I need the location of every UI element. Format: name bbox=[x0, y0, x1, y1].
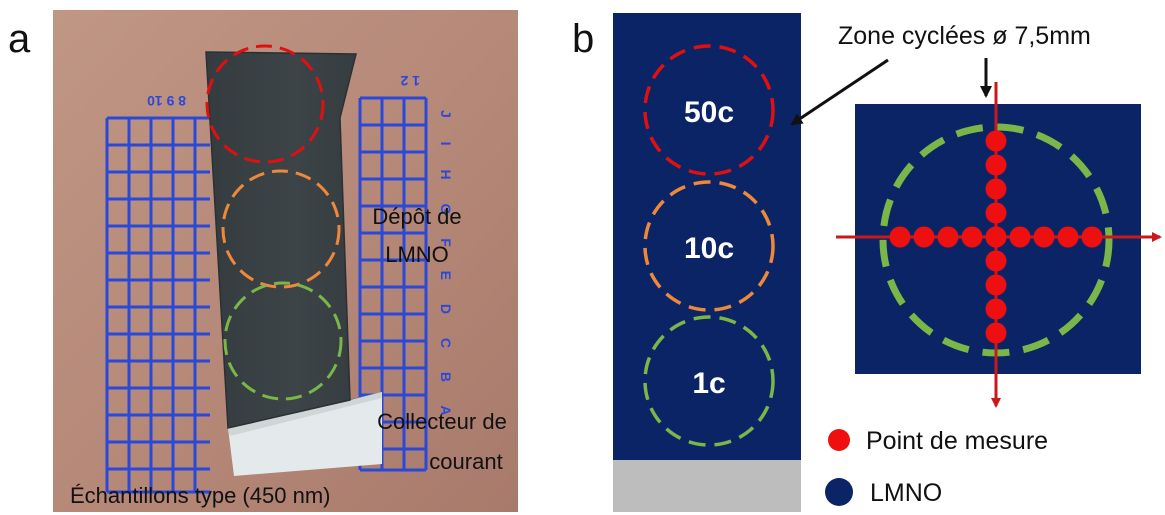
zone-label: Zone cyclées ø 7,5mm bbox=[838, 22, 1091, 50]
legend-point-marker bbox=[828, 429, 850, 451]
measurement-point bbox=[985, 226, 1007, 248]
ring-label-1c: 1c bbox=[692, 367, 725, 400]
current-collector bbox=[228, 392, 382, 476]
measurement-point bbox=[985, 154, 1007, 176]
measurement-point bbox=[1057, 226, 1079, 248]
grid-paper bbox=[105, 96, 428, 494]
grid-letters-right: J I H G F E D C B A bbox=[438, 110, 454, 426]
ring-label-10c: 10c bbox=[684, 232, 734, 265]
measurement-point bbox=[889, 226, 911, 248]
measurement-point bbox=[1009, 226, 1031, 248]
measurement-point bbox=[985, 130, 1007, 152]
points-vertical bbox=[985, 130, 1007, 344]
measurement-point bbox=[937, 226, 959, 248]
measurement-point bbox=[985, 178, 1007, 200]
label-collecteur-line1: Collecteur de bbox=[377, 409, 507, 434]
ring-10c bbox=[643, 180, 775, 312]
photo-ring-orange bbox=[221, 169, 341, 289]
measurement-point bbox=[985, 250, 1007, 272]
label-depot-line2: LMNO bbox=[385, 242, 449, 267]
label-collecteur-line2: courant bbox=[429, 449, 502, 474]
measurement-point bbox=[985, 202, 1007, 224]
grid-numbers-left: 8 9 10 bbox=[147, 93, 186, 109]
measurement-point bbox=[985, 274, 1007, 296]
measurement-point bbox=[961, 226, 983, 248]
collector-strip bbox=[613, 460, 801, 512]
label-depot-line1: Dépôt de bbox=[372, 204, 461, 229]
panel-b-letter: b bbox=[572, 17, 594, 61]
photo-ring-green bbox=[223, 281, 343, 401]
legend-lmno-label: LMNO bbox=[870, 479, 942, 507]
measurement-point bbox=[985, 322, 1007, 344]
label-echantillons: Échantillons type (450 nm) bbox=[70, 483, 330, 508]
measurement-point bbox=[1081, 226, 1103, 248]
left-grid bbox=[105, 116, 210, 494]
measurement-point bbox=[985, 298, 1007, 320]
legend-lmno-marker bbox=[825, 478, 853, 506]
panel-b: b 50c 10c 1c Zone cyclées ø 7,5mm Point … bbox=[572, 13, 1162, 512]
measurement-point bbox=[1033, 226, 1055, 248]
zone-arrow-to-strip bbox=[790, 58, 889, 126]
lmno-sample bbox=[206, 52, 382, 428]
legend-point-label: Point de mesure bbox=[866, 427, 1048, 455]
grid-numbers-right: 1 2 bbox=[400, 73, 420, 89]
panel-a: a bbox=[8, 10, 518, 512]
photo-ring-red bbox=[205, 44, 325, 164]
ring-50c bbox=[643, 44, 775, 176]
measurement-point bbox=[913, 226, 935, 248]
ring-label-50c: 50c bbox=[684, 96, 734, 129]
ring-1c bbox=[643, 315, 775, 447]
panel-a-letter: a bbox=[8, 17, 31, 61]
